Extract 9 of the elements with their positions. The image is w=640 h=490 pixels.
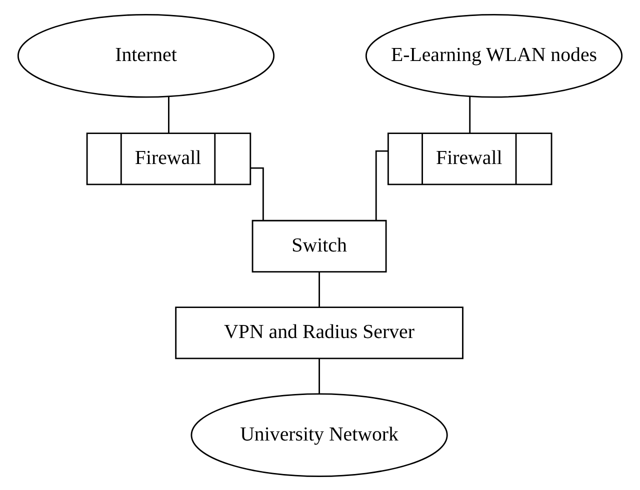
connector [168, 96, 170, 133]
node-ellipse: University Network [190, 392, 448, 477]
node-box: VPN and Radius Server [175, 306, 464, 359]
connector [469, 96, 471, 133]
connector [318, 358, 320, 394]
node-ellipse: Internet [17, 13, 275, 98]
node-box: Switch [252, 219, 387, 272]
node-ellipse: E-Learning WLAN nodes [365, 13, 623, 98]
connector [318, 272, 320, 306]
